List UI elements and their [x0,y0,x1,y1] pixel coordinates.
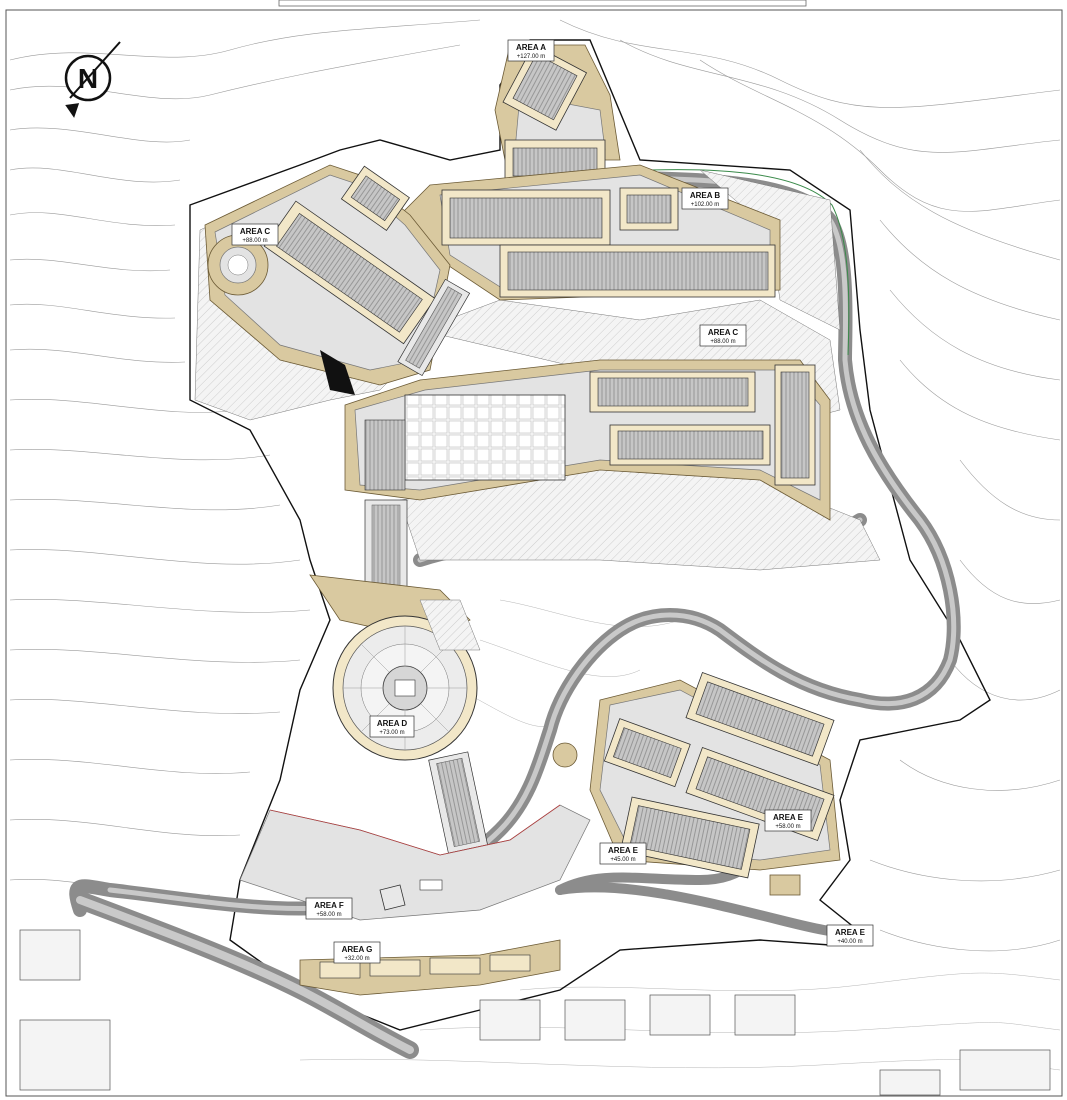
area-label-e-58: AREA E +58.00 m [764,809,812,832]
building-block [320,350,355,395]
existing-buildings [19,929,1051,1096]
area-labels: AREA A +127.00 m AREA B +102.00 m AREA C… [231,39,874,964]
area-label-a: AREA A +127.00 m [507,39,555,62]
area-label-elevation: +73.00 m [379,730,404,736]
area-label-elevation: +88.00 m [242,238,267,244]
area-c-central-platform [344,359,831,521]
north-letter: N [78,63,98,94]
area-label-c-east: AREA C +88.00 m [699,324,747,347]
area-g-platform [299,939,561,996]
area-label-name: AREA C [240,227,271,236]
area-label-name: AREA E [835,928,866,937]
area-label-name: AREA D [377,719,408,728]
area-label-name: AREA C [708,328,739,337]
area-e-platform [552,671,841,896]
area-label-name: AREA E [773,813,804,822]
area-label-name: AREA F [314,901,344,910]
area-label-elevation: +40.00 m [837,939,862,945]
contour-lines [9,19,1061,1071]
area-d-plaza [309,574,481,761]
area-label-name: AREA A [516,43,546,52]
area-a-platform [494,44,621,185]
area-label-name: AREA E [608,846,639,855]
area-label-name: AREA G [342,945,373,954]
area-label-f: AREA F +58.00 m [305,897,353,920]
area-label-elevation: +45.00 m [610,857,635,863]
area-label-elevation: +102.00 m [691,202,720,208]
stair-connector [397,278,471,377]
area-label-elevation: +32.00 m [344,956,369,962]
area-label-e-40: AREA E +40.00 m [826,924,874,947]
area-label-elevation: +58.00 m [316,912,341,918]
area-label-g: AREA G +32.00 m [333,941,381,964]
area-label-b: AREA B +102.00 m [681,187,729,210]
area-label-e-45: AREA E +45.00 m [599,842,647,865]
north-arrow-icon: N [64,41,121,118]
area-label-elevation: +58.00 m [775,824,800,830]
central-building [404,394,566,481]
area-label-elevation: +127.00 m [517,54,546,60]
area-label-name: AREA B [690,191,721,200]
area-label-c-west: AREA C +88.00 m [231,223,279,246]
area-label-elevation: +88.00 m [710,339,735,345]
area-label-d: AREA D +73.00 m [369,715,415,738]
green-edge-line [649,169,850,356]
area-f-parking [239,804,591,921]
